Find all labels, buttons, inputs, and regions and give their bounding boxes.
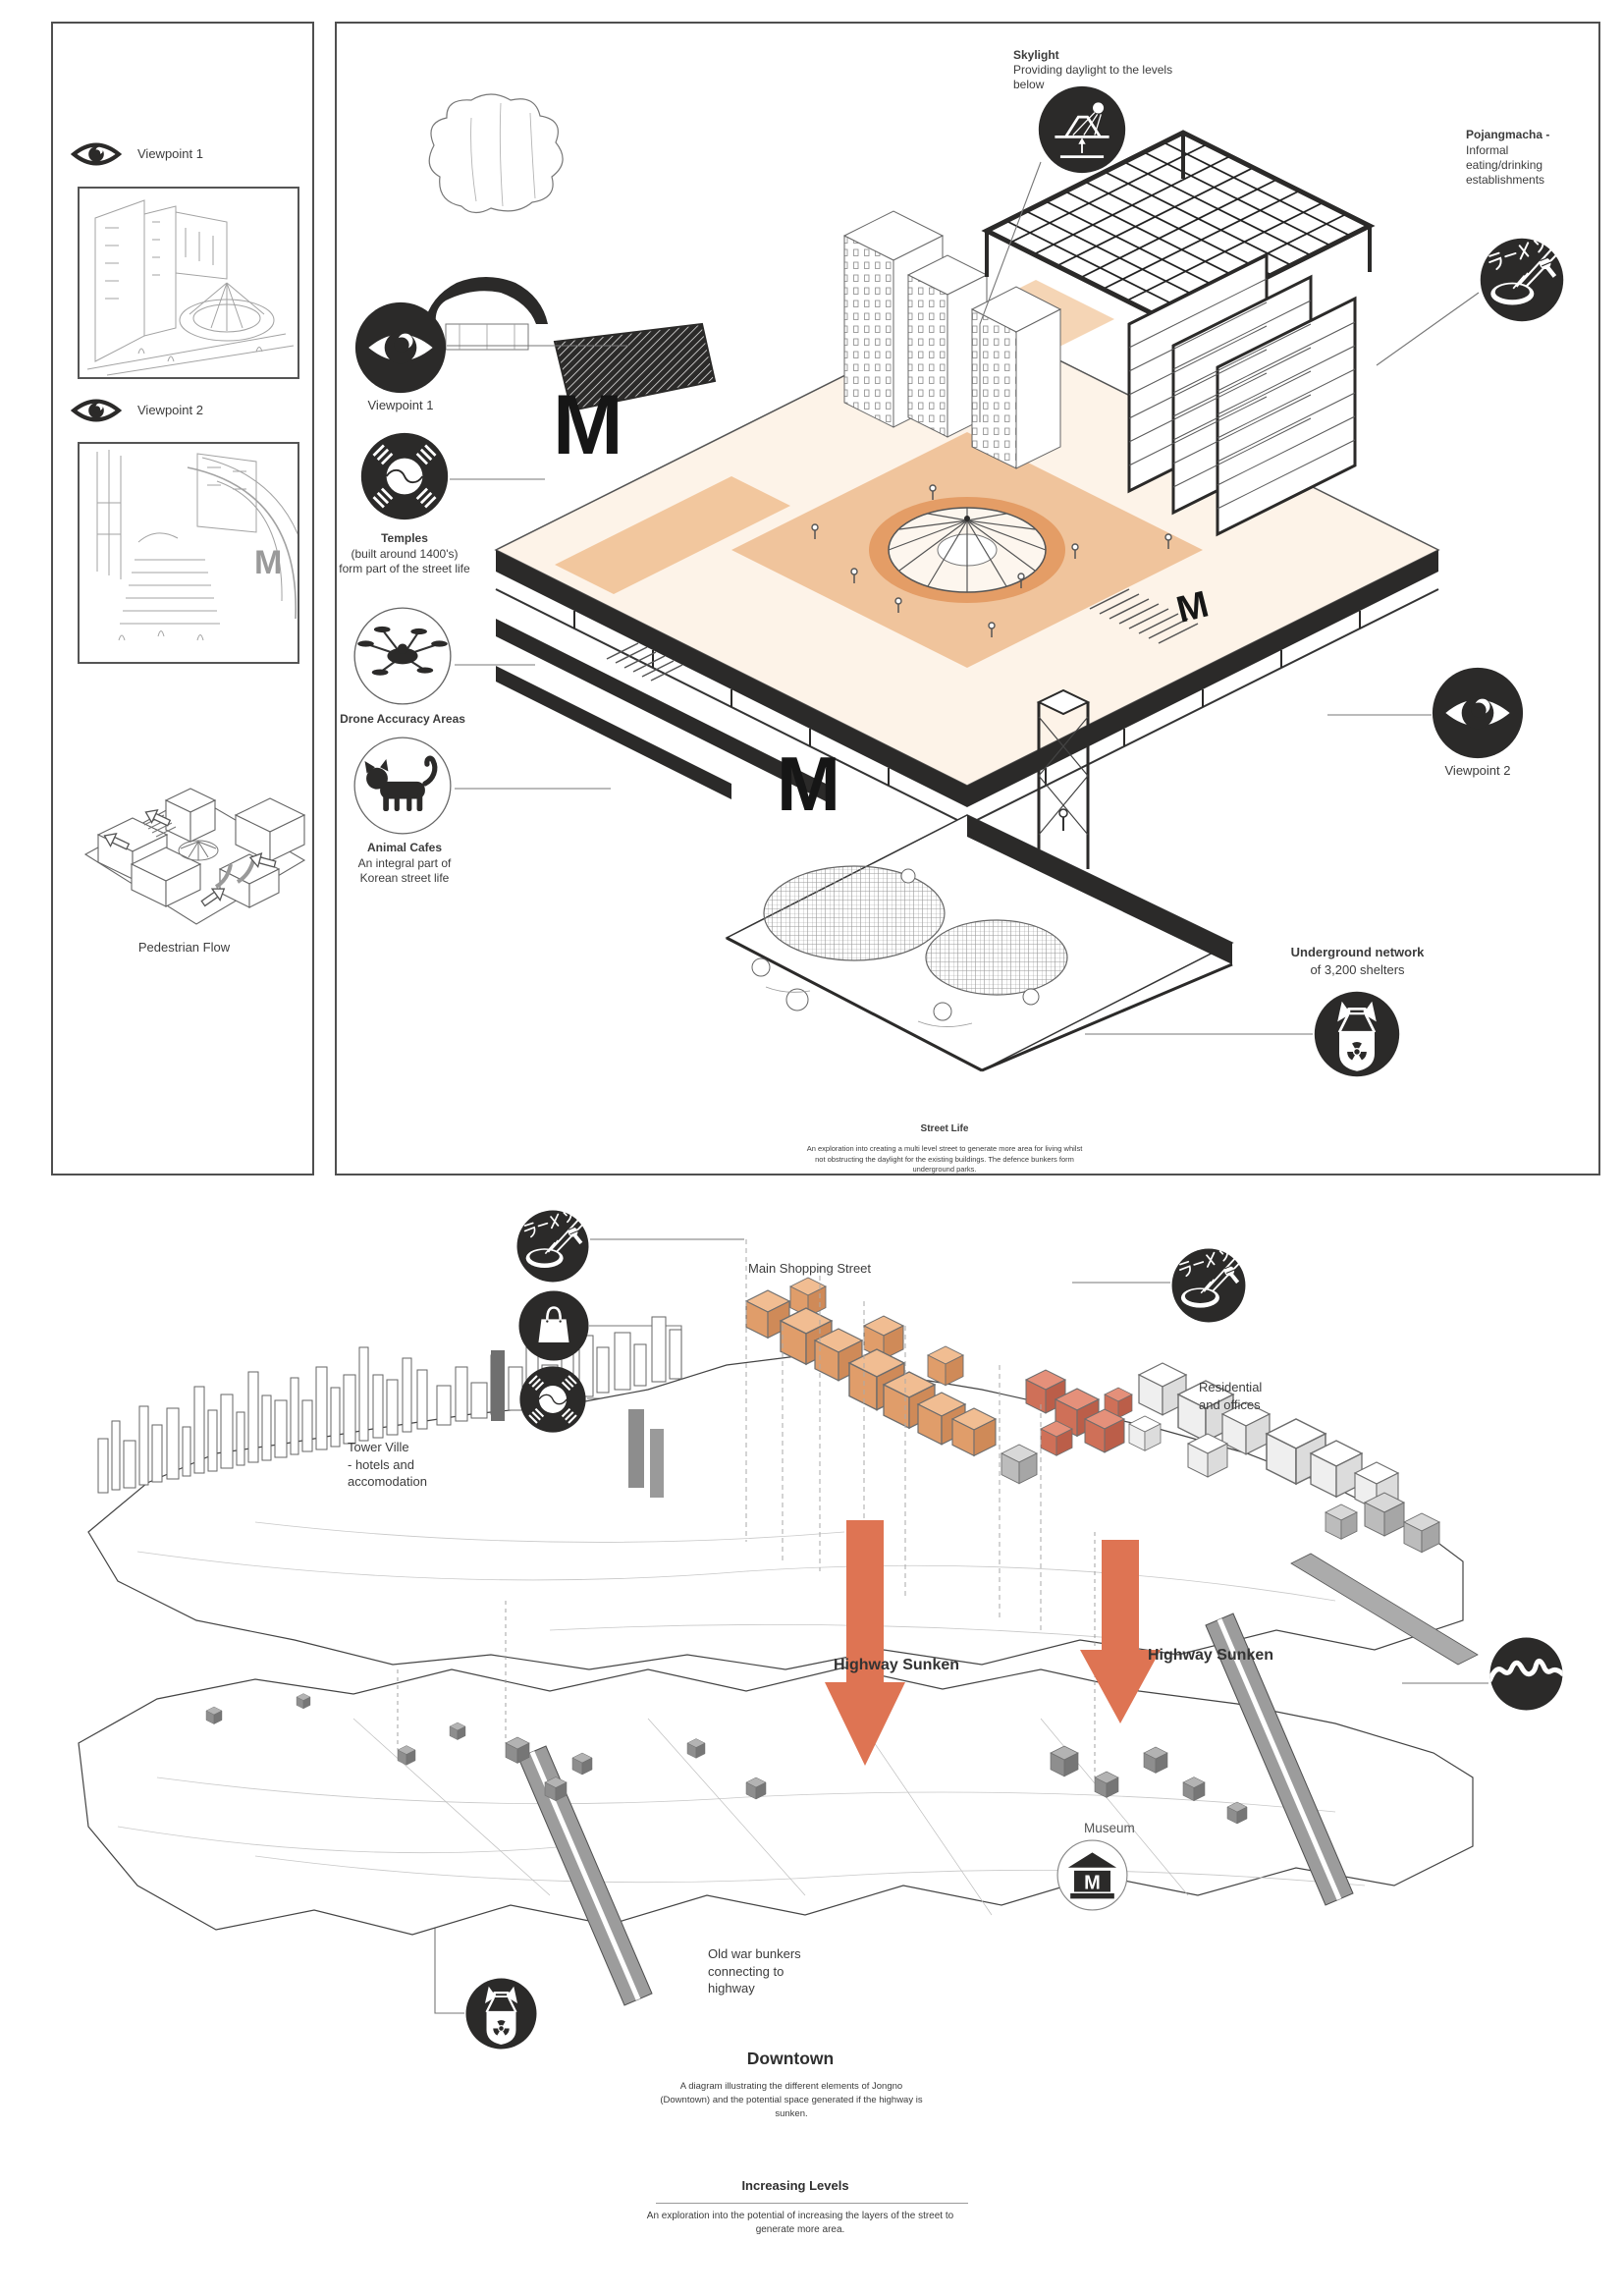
downtown-drawing: [59, 1208, 1532, 2052]
museum-label: Museum: [1084, 1821, 1135, 1835]
bomb-icon: [464, 1977, 538, 2050]
temples-line3: form part of the street life: [339, 562, 470, 575]
ramen-icon: [1170, 1247, 1247, 1324]
street-life-drawing: M M M: [344, 29, 1581, 1149]
viewpoint2-label: Viewpoint 2: [1444, 763, 1511, 778]
svg-text:M: M: [254, 544, 282, 581]
cat-icon: [352, 735, 454, 837]
old-war-bunkers-line1: Old war bunkers: [708, 1946, 801, 1961]
svg-text:M: M: [553, 378, 623, 472]
drone-icon: [352, 605, 454, 707]
shopping-bag-icon: [517, 1289, 590, 1362]
eye-icon: [71, 135, 122, 174]
underground-subtitle: of 3,200 shelters: [1310, 962, 1405, 977]
underground-title: Underground network: [1290, 945, 1425, 959]
viewpoint1-label: Viewpoint 1: [367, 398, 434, 412]
eye-icon: [71, 391, 122, 430]
skylight-title: Skylight: [1013, 48, 1059, 62]
eye-icon: [1431, 666, 1525, 760]
tower-ville-line2: - hotels and: [348, 1457, 414, 1472]
viewpoint1-sidebar-label: Viewpoint 1: [137, 146, 203, 161]
bomb-icon: [1313, 987, 1401, 1081]
temples-title: Temples: [381, 531, 428, 545]
old-war-bunkers-line2: connecting to: [708, 1964, 784, 1979]
increasing-levels-caption: An exploration into the potential of inc…: [646, 2211, 954, 2235]
ramen-icon: [515, 1209, 590, 1284]
pedestrian-flow-label: Pedestrian Flow: [137, 940, 231, 955]
residential-line1: Residential: [1199, 1380, 1263, 1394]
taegeuk-icon: [518, 1365, 587, 1434]
downtown-caption: A diagram illustrating the different ele…: [660, 2081, 923, 2119]
increasing-levels-title: Increasing Levels: [741, 2178, 849, 2193]
highway-sunken-right-label: Highway Sunken: [1148, 1647, 1274, 1664]
drone-title: Drone Accuracy Areas: [340, 712, 465, 726]
winding-road-icon: [1488, 1636, 1564, 1712]
divider: [656, 2203, 968, 2204]
temples-line2: (built around 1400's): [351, 547, 459, 561]
street-life-caption: An exploration into creating a multi lev…: [806, 1144, 1083, 1174]
animal-cafes-title: Animal Cafes: [366, 841, 443, 854]
museum-icon: M: [1055, 1837, 1130, 1913]
tower-ville-line3: accomodation: [348, 1474, 427, 1489]
residential-line2: and offices: [1199, 1397, 1261, 1412]
pedestrian-flow-diagram: [71, 744, 316, 941]
street-life-title: Street Life: [920, 1123, 969, 1134]
taegeuk-icon: [359, 431, 450, 521]
animal-cafes-line2: An integral part of: [357, 856, 452, 870]
viewpoint1-thumbnail: [78, 187, 299, 379]
pojangmacha-desc: Informal eating/drinking establishments: [1466, 143, 1545, 187]
svg-text:M: M: [1084, 1872, 1101, 1893]
old-war-bunkers-line3: highway: [708, 1981, 755, 1995]
ramen-icon: [1479, 237, 1565, 323]
highway-sunken-left-label: Highway Sunken: [834, 1657, 960, 1673]
pojangmacha-title: Pojangmacha -: [1466, 128, 1550, 141]
animal-cafes-line3: Korean street life: [359, 871, 450, 885]
skylight-icon: [1037, 84, 1127, 175]
main-shopping-street-label: Main Shopping Street: [748, 1261, 872, 1276]
sidebar-panel: Viewpoint 1: [51, 22, 314, 1175]
svg-text:M: M: [777, 740, 840, 827]
viewpoint2-thumbnail: M: [78, 442, 299, 664]
eye-icon: [353, 301, 448, 395]
skylight-desc: Providing daylight to the levels below: [1013, 63, 1173, 91]
downtown-title: Downtown: [746, 2049, 835, 2068]
tower-ville-line1: Tower Ville: [348, 1440, 409, 1454]
viewpoint2-sidebar-label: Viewpoint 2: [137, 403, 203, 417]
